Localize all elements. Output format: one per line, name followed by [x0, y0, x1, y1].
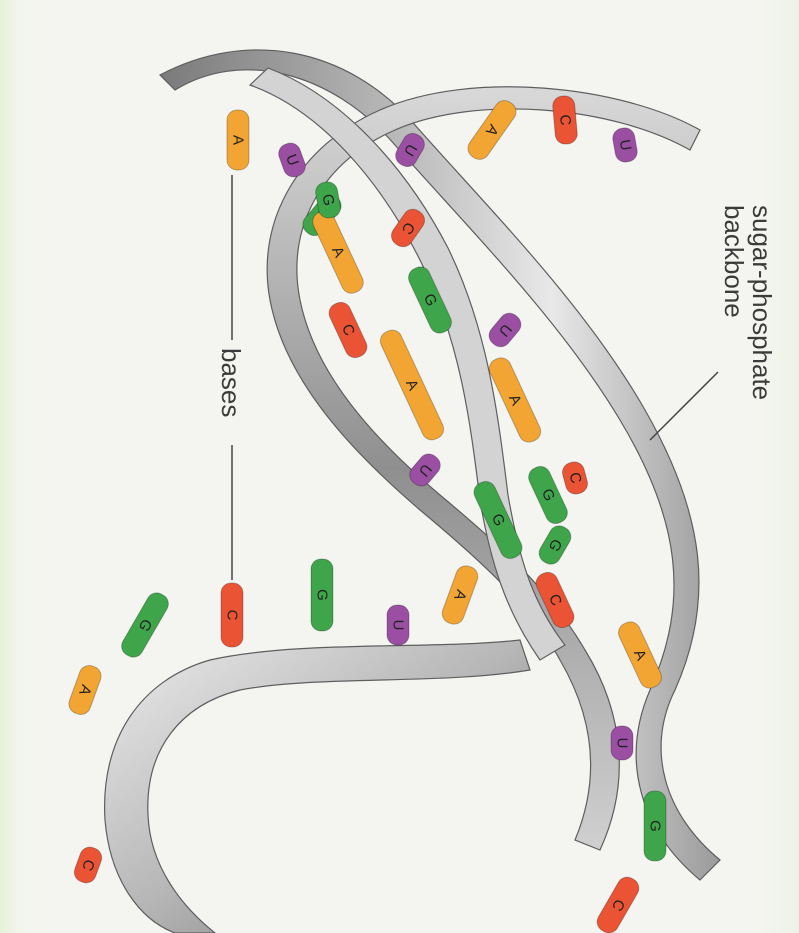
- base-c: C: [560, 460, 590, 497]
- backbone-ribbon: [105, 50, 720, 933]
- base-u: U: [611, 726, 633, 760]
- backbone-leader-line: [650, 372, 718, 440]
- base-letter: G: [314, 589, 331, 601]
- base-a: A: [66, 663, 104, 718]
- bases-label: bases: [216, 348, 246, 417]
- base-c: C: [552, 95, 578, 145]
- base-a: A: [227, 110, 249, 170]
- base-g: G: [535, 522, 574, 568]
- base-u: U: [611, 126, 639, 163]
- base-c: C: [593, 874, 642, 933]
- base-c: C: [72, 844, 105, 885]
- base-c: C: [326, 299, 370, 361]
- base-a: A: [615, 619, 665, 692]
- base-letter: A: [230, 135, 247, 145]
- backbone-lower-loop: [105, 640, 530, 933]
- backbone-label-line1: sugar-phosphate: [747, 205, 777, 400]
- base-u: U: [387, 605, 409, 645]
- backbone-label-line2: backbone: [719, 205, 749, 318]
- base-letter: C: [556, 114, 574, 126]
- base-a: A: [439, 563, 480, 627]
- base-g: G: [311, 559, 333, 631]
- base-g: G: [118, 589, 172, 661]
- bases-group: AUGACUCAUGAGCAUACUGCGGAGCGUAUGCC: [66, 95, 666, 933]
- base-g: G: [644, 791, 666, 861]
- base-u: U: [485, 309, 525, 351]
- base-a: A: [377, 327, 447, 443]
- base-letter: U: [390, 620, 407, 631]
- base-letter: C: [224, 610, 241, 621]
- base-letter: G: [647, 820, 664, 832]
- base-c: C: [221, 583, 243, 647]
- base-letter: U: [614, 738, 631, 749]
- base-a: A: [309, 207, 366, 296]
